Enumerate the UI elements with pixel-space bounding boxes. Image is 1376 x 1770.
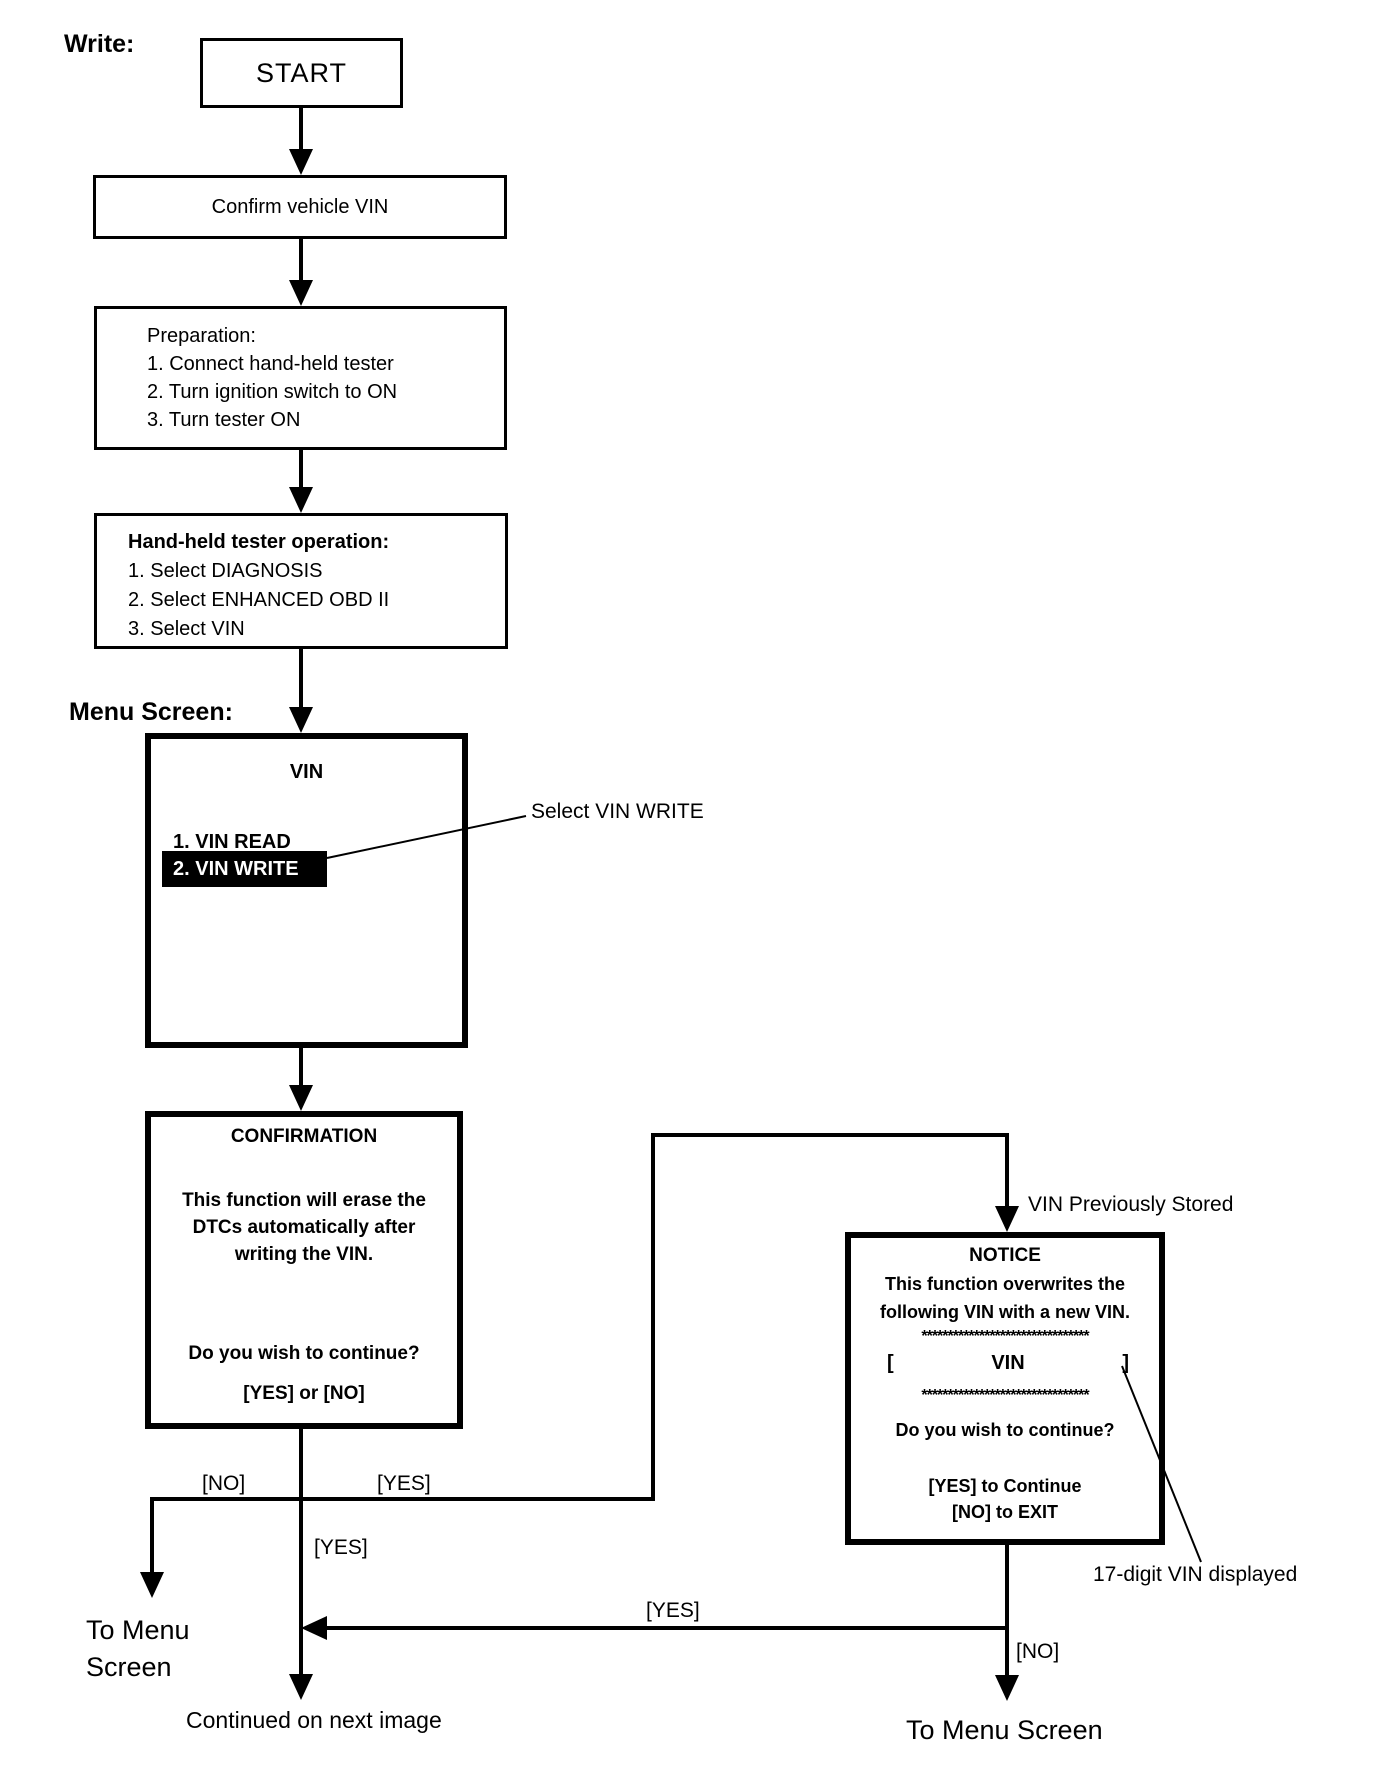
notice-body-line: This function overwrites the (884, 1274, 1126, 1294)
preparation-step: 1. Connect hand-held tester (147, 353, 394, 375)
start-box: START (200, 38, 403, 108)
vin-menu-screen: VIN 1. VIN READ 2. VIN WRITE (145, 733, 468, 1048)
flow-line-tester-vinmenu (299, 649, 303, 709)
vin-field-value: VIN (991, 1352, 1025, 1374)
menu-item-vin-read: 1. VIN READ (173, 831, 291, 853)
flow-line-confirmation-continue (299, 1429, 303, 1676)
notice-screen: NOTICE This function overwrites the foll… (845, 1232, 1165, 1545)
notice-no-option: [NO] to EXIT (952, 1502, 1058, 1522)
to-menu-screen-left-line2: Screen (86, 1652, 172, 1682)
flow-line-notice-no (1005, 1545, 1009, 1677)
arrowhead-left-icon (301, 1616, 327, 1640)
vin-field-open-bracket: [ (887, 1352, 894, 1374)
confirmation-body-line: DTCs automatically after (192, 1217, 416, 1238)
tester-operation-box: Hand-held tester operation: 1. Select DI… (94, 513, 508, 649)
continued-next-image-label: Continued on next image (186, 1707, 442, 1733)
arrowhead-down-icon (289, 487, 313, 513)
preparation-title: Preparation: (147, 325, 256, 347)
preparation-box: Preparation: 1. Connect hand-held tester… (94, 306, 507, 450)
confirmation-screen: CONFIRMATION This function will erase th… (145, 1111, 463, 1429)
flow-line-yes-top (651, 1133, 1009, 1137)
notice-title: NOTICE (969, 1245, 1041, 1266)
arrowhead-down-icon (140, 1572, 164, 1598)
to-menu-screen-left-label: To Menu Screen (86, 1612, 190, 1686)
notice-separator-stars: ******************************** (921, 1387, 1089, 1404)
notice-yes-label: [YES] (646, 1599, 700, 1622)
to-menu-screen-right-label: To Menu Screen (906, 1715, 1103, 1745)
menu-item-vin-write-highlighted: 2. VIN WRITE (162, 851, 327, 887)
arrowhead-down-icon (289, 280, 313, 306)
preparation-step: 3. Turn tester ON (147, 409, 301, 431)
flow-line-into-notice (1005, 1133, 1009, 1208)
arrowhead-down-icon (289, 1674, 313, 1700)
arrowhead-down-icon (289, 149, 313, 175)
arrowhead-down-icon (995, 1675, 1019, 1701)
confirmation-body-line: writing the VIN. (234, 1244, 374, 1265)
flow-line-branch (150, 1497, 655, 1501)
write-section-label: Write: (64, 30, 135, 58)
confirmation-question: Do you wish to continue? (188, 1343, 420, 1364)
confirmation-body-line: This function will erase the (182, 1190, 426, 1211)
seventeen-digit-vin-label: 17-digit VIN displayed (1093, 1563, 1298, 1586)
notice-separator-stars: ******************************** (921, 1328, 1089, 1345)
notice-yes-option: [YES] to Continue (928, 1476, 1082, 1496)
tester-operation-title: Hand-held tester operation: (128, 531, 390, 553)
select-vin-write-callout: Select VIN WRITE (531, 800, 704, 823)
notice-vin-field: [ VIN ] (851, 1352, 1159, 1375)
flow-line-notice-yes-return (323, 1626, 1009, 1630)
flow-line-confirm-prep (299, 239, 303, 281)
yes-continue-label: [YES] (314, 1536, 368, 1559)
flow-line-no-branch (150, 1497, 154, 1574)
arrowhead-down-icon (995, 1206, 1019, 1232)
arrowhead-down-icon (289, 1085, 313, 1111)
start-box-label: START (255, 57, 347, 88)
vin-previously-stored-label: VIN Previously Stored (1028, 1193, 1234, 1216)
preparation-step: 2. Turn ignition switch to ON (147, 381, 398, 403)
confirmation-title: CONFIRMATION (230, 1126, 378, 1147)
notice-body-line: following VIN with a new VIN. (879, 1302, 1130, 1322)
tester-operation-step: 2. Select ENHANCED OBD II (128, 589, 390, 611)
tester-operation-step: 3. Select VIN (128, 618, 245, 640)
tester-operation-step: 1. Select DIAGNOSIS (128, 560, 323, 582)
vin-field-close-bracket: ] (1122, 1352, 1129, 1374)
notice-no-label: [NO] (1016, 1640, 1060, 1663)
to-menu-screen-left-line1: To Menu (86, 1615, 190, 1645)
menu-screen-section-label: Menu Screen: (69, 698, 233, 726)
no-branch-label: [NO] (202, 1472, 246, 1495)
notice-question: Do you wish to continue? (895, 1420, 1115, 1440)
confirm-vin-label: Confirm vehicle VIN (211, 195, 389, 218)
flow-line-yes-riser (651, 1133, 655, 1501)
flow-line-prep-tester (299, 450, 303, 490)
flow-line-start-confirm (299, 108, 303, 152)
vin-menu-title: VIN (289, 761, 324, 783)
flow-line-vinmenu-confirmation (299, 1048, 303, 1086)
confirm-vin-box: Confirm vehicle VIN (93, 175, 507, 239)
arrowhead-down-icon (289, 707, 313, 733)
yes-branch-label: [YES] (377, 1472, 431, 1495)
confirmation-options: [YES] or [NO] (243, 1383, 365, 1404)
